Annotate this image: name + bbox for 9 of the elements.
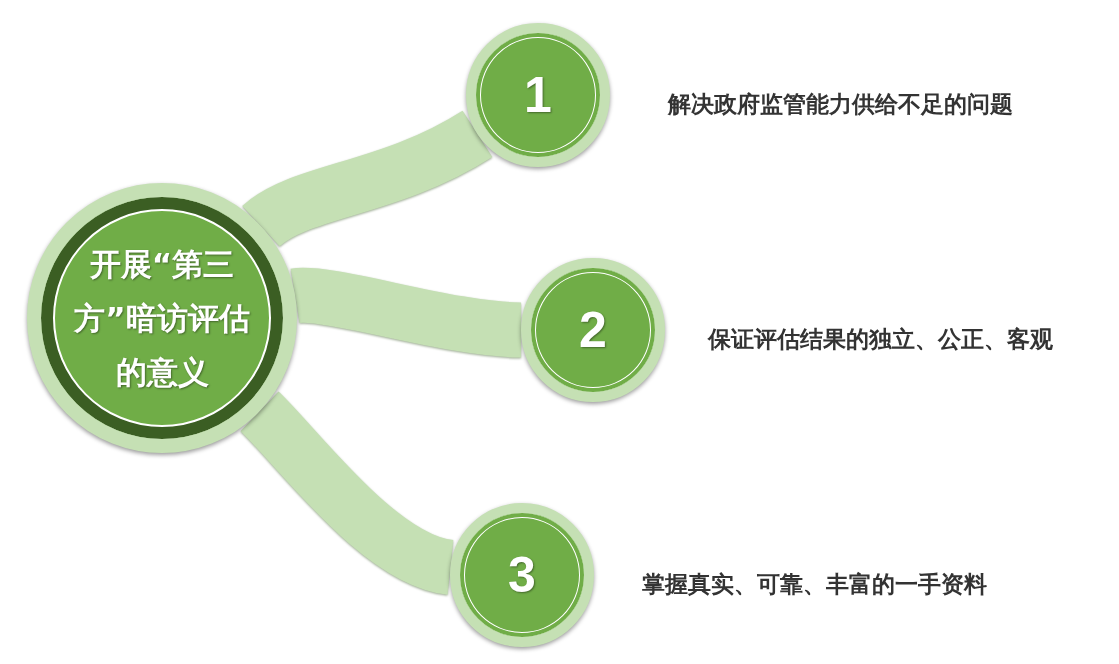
number-label: 3: [508, 546, 536, 604]
topic-text: 开展“第三方”暗访评估的意义: [73, 244, 251, 393]
number-label: 2: [579, 301, 607, 359]
item-text: 保证评估结果的独立、公正、客观: [708, 325, 1053, 354]
item-text: 解决政府监管能力供给不足的问题: [668, 90, 1013, 119]
number-label: 1: [524, 66, 552, 124]
item-text: 掌握真实、可靠、丰富的一手资料: [642, 570, 987, 599]
connector-band: [293, 267, 523, 358]
connector-band: [244, 110, 492, 248]
